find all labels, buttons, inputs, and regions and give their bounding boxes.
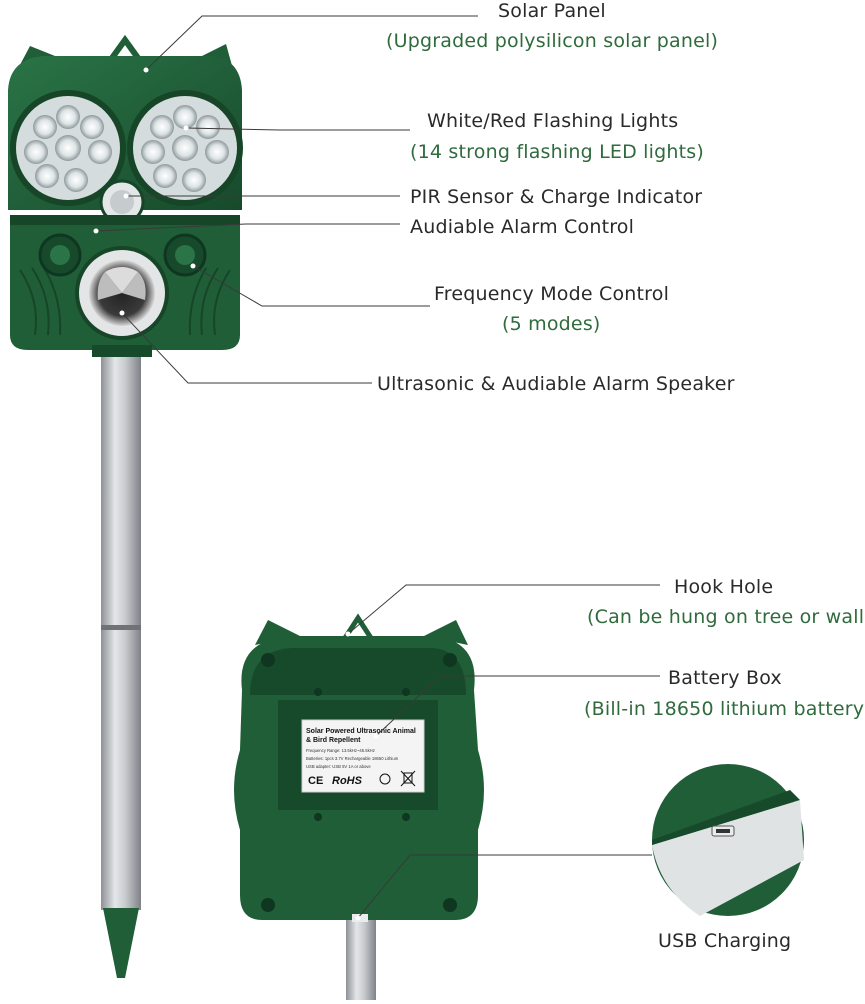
led-cluster-left	[24, 105, 112, 192]
usb-title: USB Charging	[658, 930, 792, 952]
label-line-1: Solar Powered Ultrasonic Animal	[306, 728, 416, 735]
rohs-mark: RoHS	[332, 775, 363, 787]
hook-title: Hook Hole	[674, 576, 774, 598]
label-line-3: Frequency Range: 13.5kHz~45.5kHz	[306, 748, 375, 753]
led-cluster-right	[141, 105, 229, 192]
label-line-5: USB adapter: USB 5V 1A or above	[306, 764, 371, 769]
hook-hole-icon	[342, 613, 374, 640]
label-line-2: & Bird Repellent	[306, 737, 361, 744]
battery-title: Battery Box	[668, 667, 782, 689]
alarm-control-title: Audiable Alarm Control	[410, 216, 635, 238]
hook-detail: (Can be hung on tree or wall)	[587, 606, 865, 628]
back-device: Solar Powered Ultrasonic Animal & Bird R…	[234, 613, 484, 1000]
frequency-title: Frequency Mode Control	[434, 283, 670, 305]
hook-icon	[109, 34, 141, 60]
stake-pole	[101, 355, 141, 910]
back-stake-pole	[346, 920, 376, 1000]
label-line-4: Batteries: 1pcs 3.7V Rechargeable 18650 …	[306, 756, 399, 761]
usb-inset	[652, 764, 804, 916]
solar-panel-title: Solar Panel	[498, 0, 606, 22]
front-device	[8, 34, 243, 978]
pir-title: PIR Sensor & Charge Indicator	[410, 186, 703, 208]
solar-panel-detail: (Upgraded polysilicon solar panel)	[386, 30, 719, 52]
lights-title: White/Red Flashing Lights	[427, 110, 679, 132]
weee-bin-icon	[400, 770, 416, 787]
leader-lines	[93, 15, 660, 921]
lights-detail: (14 strong flashing LED lights)	[410, 141, 704, 163]
frequency-detail: (5 modes)	[502, 313, 601, 335]
battery-detail: (Bill-in 18650 lithium battery)	[584, 698, 865, 720]
recycle-icon	[379, 773, 391, 785]
stake-spike	[103, 908, 139, 978]
ce-mark: CE	[308, 775, 323, 787]
speaker-title: Ultrasonic & Audiable Alarm Speaker	[377, 373, 735, 395]
